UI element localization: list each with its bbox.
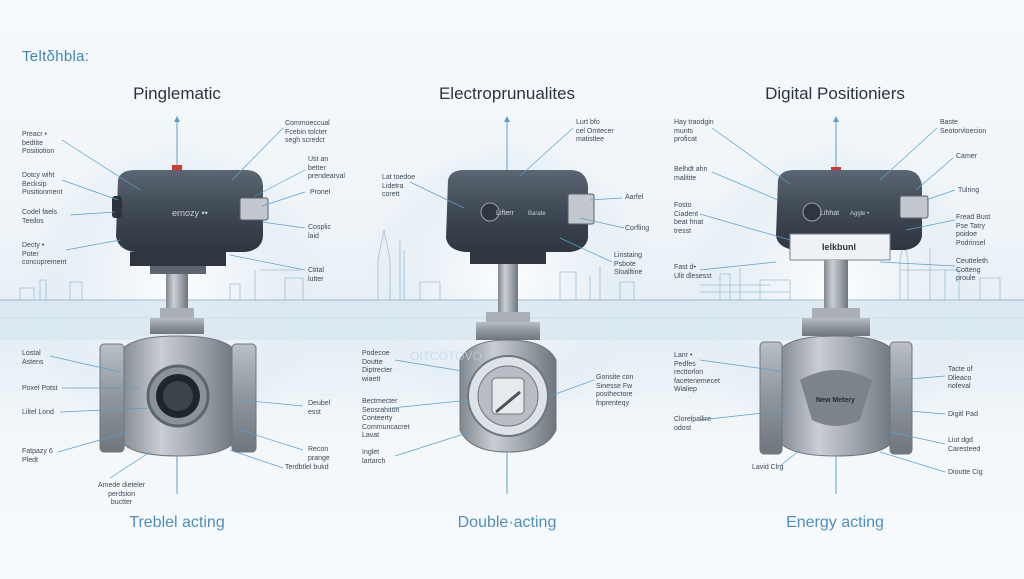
- callout-label: Ceutteleth Cotteng proule: [956, 258, 988, 282]
- callout-label: Baste Seotorvloecion: [940, 119, 987, 135]
- callout-label: Fread Bust Pse Tatry poidoe Podrinsel: [956, 214, 991, 247]
- callout-label: Lostal Astens: [22, 350, 44, 366]
- callout-label: Cosplic laid: [308, 224, 331, 240]
- callout-label: Pronel: [310, 189, 331, 196]
- callout-label: Fatpazy 6 Pledt: [22, 448, 53, 464]
- panel-footer-digital: Energy acting: [786, 514, 884, 531]
- actuator-label-3b: Aggle •: [850, 211, 869, 217]
- callout-label: Lanr • Pedfes recttorlon facetenemecet W…: [674, 352, 720, 393]
- callout-label: Tulring: [958, 187, 980, 194]
- callout-label: Ctital lutter: [308, 267, 324, 283]
- callout-label: Inglet lartarch: [362, 449, 386, 465]
- callout-label: Fast d• Ulit dlesesst: [674, 264, 712, 280]
- callout-label: Hay traodgin munts proficat: [674, 119, 714, 143]
- body-label: New Metery: [816, 397, 855, 404]
- callout-label: Poxel Potst: [22, 385, 58, 392]
- watermark-text: OITCOTOVO: [410, 349, 482, 363]
- panel-footer-pneumatic: Treblel acting: [129, 514, 225, 531]
- callout-label: Liltel Lond: [22, 409, 54, 416]
- callout-label: Linstaing Psbote Sloalltine: [614, 252, 643, 276]
- actuator-label-2b: Barate: [528, 211, 546, 217]
- callout-label: Lurt bfo cel Omtecer matistlee: [576, 119, 614, 143]
- callout-label: Lat toedoe Lidetra corett: [382, 174, 416, 198]
- panel-title-pneumatic: Pinglematic: [133, 84, 221, 103]
- callout-label: Lavid Clrg: [752, 464, 784, 471]
- callout-label: Clorelpallire odost: [674, 416, 711, 432]
- callout-label: Camer: [956, 153, 978, 160]
- callout-label: Preacr • bedtite Positiotion: [22, 131, 55, 155]
- callout-label: Gonsite con Sinesse Fw posthectore fnpre…: [596, 374, 634, 407]
- actuator-label-2: Lifterr: [496, 210, 515, 217]
- callout-label: Bectmecter Seosrahiton Conteerty Communc…: [362, 398, 410, 439]
- callout-label: Recon prange: [308, 446, 330, 462]
- callout-label: Deubel esst: [308, 400, 331, 416]
- digital-positioner-valve-icon: Lihhat Aggle • Ielkbunl New Metery: [759, 116, 929, 494]
- callout-label: Codel faels Teeilos: [22, 209, 58, 225]
- callout-label: Aarfel: [625, 194, 644, 201]
- base-label: Ielkbunl: [822, 242, 856, 252]
- leader-lines: [49, 127, 956, 479]
- callout-label: Tacte of Dlleaco nofeval: [948, 366, 973, 390]
- callout-label: Commoeccual Fcebin tolcter segh scredct: [285, 120, 330, 144]
- callout-label: Digitl Pad: [948, 411, 978, 418]
- callout-label: Dotcy wiht Becksip Positionment: [22, 172, 63, 196]
- callout-label: Liut dgd Caresteed: [948, 437, 981, 453]
- panel-title-digital: Digital Positioniers: [765, 84, 905, 103]
- callout-label: Corfling: [625, 225, 650, 232]
- brand-title: Teltδhbla:: [22, 48, 90, 65]
- pneumatic-valve-icon: ernozy ••: [99, 116, 269, 494]
- callout-label: Fosto Ciadent beat hnat tresst: [674, 202, 704, 235]
- callout-label: Ust an better prendearval: [308, 156, 345, 180]
- callout-label: Amede dieteler perdsion buctter: [98, 482, 146, 506]
- actuator-label-3: Lihhat: [820, 210, 839, 217]
- panel-title-electric: Electroprunualites: [438, 84, 576, 103]
- callout-label: Podecoe Doutte Diptrecter wiaett: [362, 350, 393, 383]
- panel-footer-electric: Double·acting: [457, 514, 557, 531]
- electric-valve-icon: Lifterr Barate: [446, 116, 595, 494]
- callout-label: Decty • Poter concuprement: [22, 242, 67, 266]
- actuator-label-1: ernozy ••: [172, 208, 208, 218]
- callout-label: Dioutte Cig: [948, 469, 983, 476]
- callout-label: Terdbtlel bukd: [285, 464, 329, 471]
- callout-label: Belhdt ahn malitite: [674, 166, 708, 182]
